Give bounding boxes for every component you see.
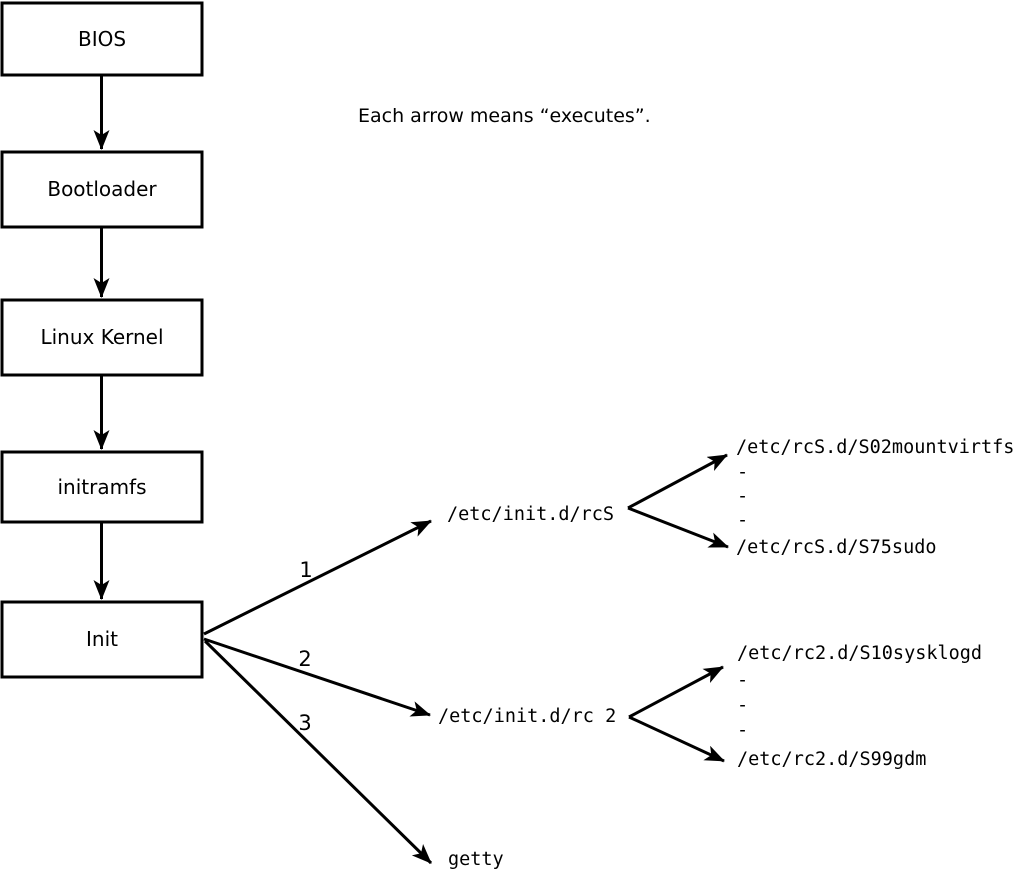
rcs-ellipsis-dash-1: - [737,462,748,483]
arrow-init-to-rcs [203,519,432,636]
getty-label: getty [448,849,504,870]
rc2-ellipsis-dash-3: - [737,720,748,741]
arrow-init-to-getty [203,639,433,865]
rc2-first-script-path: /etc/rc2.d/S10sysklogd [737,643,982,664]
arrow-rcs-to-first-script [627,453,728,510]
flow-box-initramfs [0,450,204,524]
branch-order-label-1: 1 [299,558,312,582]
rc2-script-path: /etc/init.d/rc 2 [438,706,616,727]
executes-note: Each arrow means “executes”. [358,105,651,127]
flow-box-bios-label: BIOS [78,27,126,51]
rc2-ellipsis-dash-1: - [737,670,748,691]
rc2-last-script-path: /etc/rc2.d/S99gdm [737,749,926,770]
flow-box-init-label: Init [86,627,118,651]
arrow-rc2-to-last-script [628,715,725,763]
branch-order-label-3: 3 [298,711,311,735]
arrow-init-to-rc2 [203,637,431,717]
rc2-ellipsis-dash-2: - [737,695,748,716]
flow-box-initramfs-label: initramfs [57,475,146,499]
rcs-last-script-path: /etc/rcS.d/S75sudo [736,537,936,558]
arrow-rcs-to-last-script [627,506,729,549]
flow-box-linux-kernel-label: Linux Kernel [40,325,163,349]
rcs-script-path: /etc/init.d/rcS [447,504,614,525]
flow-box-bootloader-label: Bootloader [47,177,157,201]
rcs-ellipsis-dash-3: - [737,510,748,531]
flow-box-bios [0,1,204,77]
arrow-rc2-to-first-script [628,665,724,719]
flow-box-bootloader [0,150,204,229]
flow-box-init [0,600,204,679]
rcs-first-script-path: /etc/rcS.d/S02mountvirtfs [736,437,1014,458]
rcs-ellipsis-dash-2: - [737,486,748,507]
branch-order-label-2: 2 [298,647,311,671]
